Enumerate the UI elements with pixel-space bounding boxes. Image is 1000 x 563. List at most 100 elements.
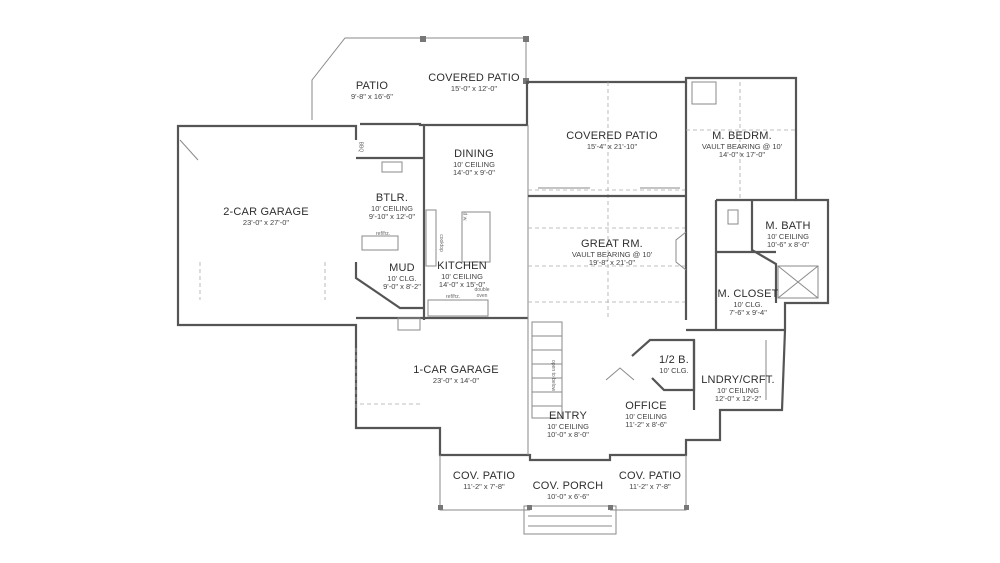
room-dims: 23'-0" x 27'-0" bbox=[242, 217, 290, 227]
note-open-below: open to below bbox=[550, 360, 556, 392]
room-name: PATIO bbox=[355, 80, 389, 92]
room-name: MUD bbox=[389, 262, 415, 274]
room-ceiling: 10' CEILING bbox=[717, 385, 759, 395]
room-label-dining: DINING 10' CEILING 14'-0" x 9'-0" bbox=[453, 148, 495, 178]
room-label-patio: PATIO 9'-8" x 16'-6" bbox=[351, 80, 393, 101]
room-dims: 14'-0" x 9'-0" bbox=[453, 168, 495, 178]
room-dims: 15'-4" x 21'-10" bbox=[586, 141, 638, 151]
room-label-entry: ENTRY 10' CEILING 10'-0" x 8'-0" bbox=[547, 410, 589, 440]
patio-post bbox=[420, 36, 426, 42]
exterior-wall bbox=[354, 76, 830, 462]
stairs bbox=[531, 321, 563, 419]
garage-wall bbox=[176, 124, 358, 338]
note-dw: d.w. bbox=[461, 212, 468, 222]
porch-steps bbox=[523, 505, 617, 535]
note-ref: ref/frz. bbox=[376, 231, 391, 237]
bed-corner bbox=[691, 81, 717, 105]
room-label-m-bedroom: M. BEDRM. VAULT BEARING @ 10' 14'-0" x 1… bbox=[702, 130, 782, 160]
room-ceiling: 10' CEILING bbox=[625, 411, 667, 421]
room-ceiling: 10' CLG. bbox=[733, 299, 763, 309]
room-label-office: OFFICE 10' CEILING 11'-2" x 8'-6" bbox=[625, 400, 667, 430]
room-name: COVERED PATIO bbox=[566, 130, 658, 142]
room-dims: 7'-6" x 9'-4" bbox=[729, 308, 767, 318]
room-name: GREAT RM. bbox=[581, 238, 643, 250]
bath-wall bbox=[750, 200, 778, 303]
mud-step bbox=[397, 317, 421, 331]
patio-post bbox=[523, 36, 529, 42]
kitchen-island bbox=[461, 211, 491, 263]
room-dims: 11'-2" x 7'-8" bbox=[629, 481, 671, 491]
room-name: M. BEDRM. bbox=[712, 130, 772, 142]
room-name: M. BATH bbox=[765, 220, 811, 232]
room-dims: 14'-0" x 15'-0" bbox=[438, 280, 486, 290]
room-ceiling: 10' CLG. bbox=[387, 273, 417, 283]
room-name: COV. PATIO bbox=[452, 470, 516, 482]
room-ceiling: 10' CEILING bbox=[371, 203, 413, 213]
room-name: BTLR. bbox=[375, 192, 409, 204]
garage-door-line bbox=[179, 139, 199, 161]
kitchen-counter bbox=[427, 299, 489, 317]
room-label-one-car-garage: 1-CAR GARAGE 23'-0" x 14'-0" bbox=[413, 364, 499, 385]
note-cooktop: cooktop bbox=[437, 234, 444, 252]
room-label-cov-porch: COV. PORCH 10'-0" x 6'-6" bbox=[533, 480, 604, 501]
room-name: COV. PORCH bbox=[532, 480, 604, 492]
room-label-laundry: LNDRY/CRFT. 10' CEILING 12'-0" x 12'-2" bbox=[701, 374, 775, 404]
room-name: 1/2 B. bbox=[659, 354, 689, 366]
patio-outline bbox=[311, 37, 527, 120]
entry-door bbox=[605, 367, 635, 381]
room-name: COVERED PATIO bbox=[428, 72, 520, 84]
kitchen-counter bbox=[425, 209, 437, 267]
room-dims: 9'-0" x 8'-2" bbox=[383, 282, 421, 292]
room-dims: 10'-0" x 8'-0" bbox=[547, 430, 589, 440]
room-label-covered-patio-top: COVERED PATIO 15'-0" x 12'-0" bbox=[428, 72, 519, 93]
room-label-butler: BTLR. 10' CEILING 9'-10" x 12'-0" bbox=[369, 192, 415, 222]
room-label-mud: MUD 10' CLG. 9'-0" x 8'-2" bbox=[383, 262, 421, 292]
room-name: ENTRY bbox=[548, 410, 588, 422]
room-dims: 12'-0" x 12'-2" bbox=[714, 394, 762, 404]
room-dims: 9'-8" x 16'-6" bbox=[351, 91, 393, 101]
room-label-covered-patio-mid: COVERED PATIO 15'-4" x 21'-10" bbox=[566, 130, 657, 151]
note-bbq: BBQ bbox=[357, 141, 364, 153]
room-ceiling: 10' CEILING bbox=[547, 421, 589, 431]
porch-post bbox=[684, 505, 689, 510]
room-dims: 11'-2" x 7'-8" bbox=[463, 481, 505, 491]
fireplace bbox=[675, 231, 687, 271]
room-ceiling: VAULT BEARING @ 10' bbox=[571, 249, 653, 259]
room-dims: 10'-0" x 6'-6" bbox=[547, 491, 589, 501]
room-label-two-car-garage: 2-CAR GARAGE 23'-0" x 27'-0" bbox=[223, 206, 309, 227]
room-name: COV. PATIO bbox=[618, 470, 682, 482]
porch-post bbox=[608, 505, 613, 510]
room-label-cov-patio-left: COV. PATIO 11'-2" x 7'-8" bbox=[453, 470, 515, 491]
room-dims: 23'-0" x 14'-0" bbox=[432, 375, 480, 385]
note-ref-2: ref/frz. bbox=[446, 294, 461, 300]
room-dims: 15'-0" x 12'-0" bbox=[450, 83, 498, 93]
room-ceiling: 10' CEILING bbox=[441, 271, 483, 281]
room-dims: 14'-0" x 17'-0" bbox=[718, 150, 766, 160]
room-ceiling: VAULT BEARING @ 10' bbox=[701, 141, 783, 151]
pantry-counter bbox=[361, 235, 399, 251]
note-double-oven: double oven bbox=[474, 287, 490, 299]
room-ceiling: 10' CEILING bbox=[767, 231, 809, 241]
room-name: M. CLOSET bbox=[717, 288, 779, 300]
room-label-m-bath: M. BATH 10' CEILING 10'-6" x 8'-0" bbox=[765, 220, 810, 250]
room-label-kitchen: KITCHEN 10' CEILING 14'-0" x 15'-0" bbox=[437, 260, 487, 290]
room-name: 1-CAR GARAGE bbox=[413, 364, 499, 376]
toilet bbox=[727, 209, 739, 225]
room-name: DINING bbox=[454, 148, 494, 160]
room-dims: 10'-6" x 8'-0" bbox=[767, 240, 809, 250]
porch-post bbox=[527, 505, 532, 510]
room-dims: 9'-10" x 12'-0" bbox=[368, 212, 416, 222]
room-name: KITCHEN bbox=[437, 260, 487, 272]
shower bbox=[777, 265, 819, 299]
room-ceiling: 10' CEILING bbox=[453, 159, 495, 169]
room-label-great-room: GREAT RM. VAULT BEARING @ 10' 19'-8" x 2… bbox=[572, 238, 652, 268]
room-dims: 19'-8" x 21'-0" bbox=[588, 258, 636, 268]
room-name: LNDRY/CRFT. bbox=[701, 374, 775, 386]
room-name: OFFICE bbox=[625, 400, 667, 412]
mud-wall bbox=[354, 262, 424, 310]
butler-sink bbox=[381, 161, 403, 173]
porch-post bbox=[438, 505, 443, 510]
room-ceiling: 10' CLG. bbox=[659, 365, 689, 375]
room-dims: 11'-2" x 8'-6" bbox=[625, 420, 667, 430]
